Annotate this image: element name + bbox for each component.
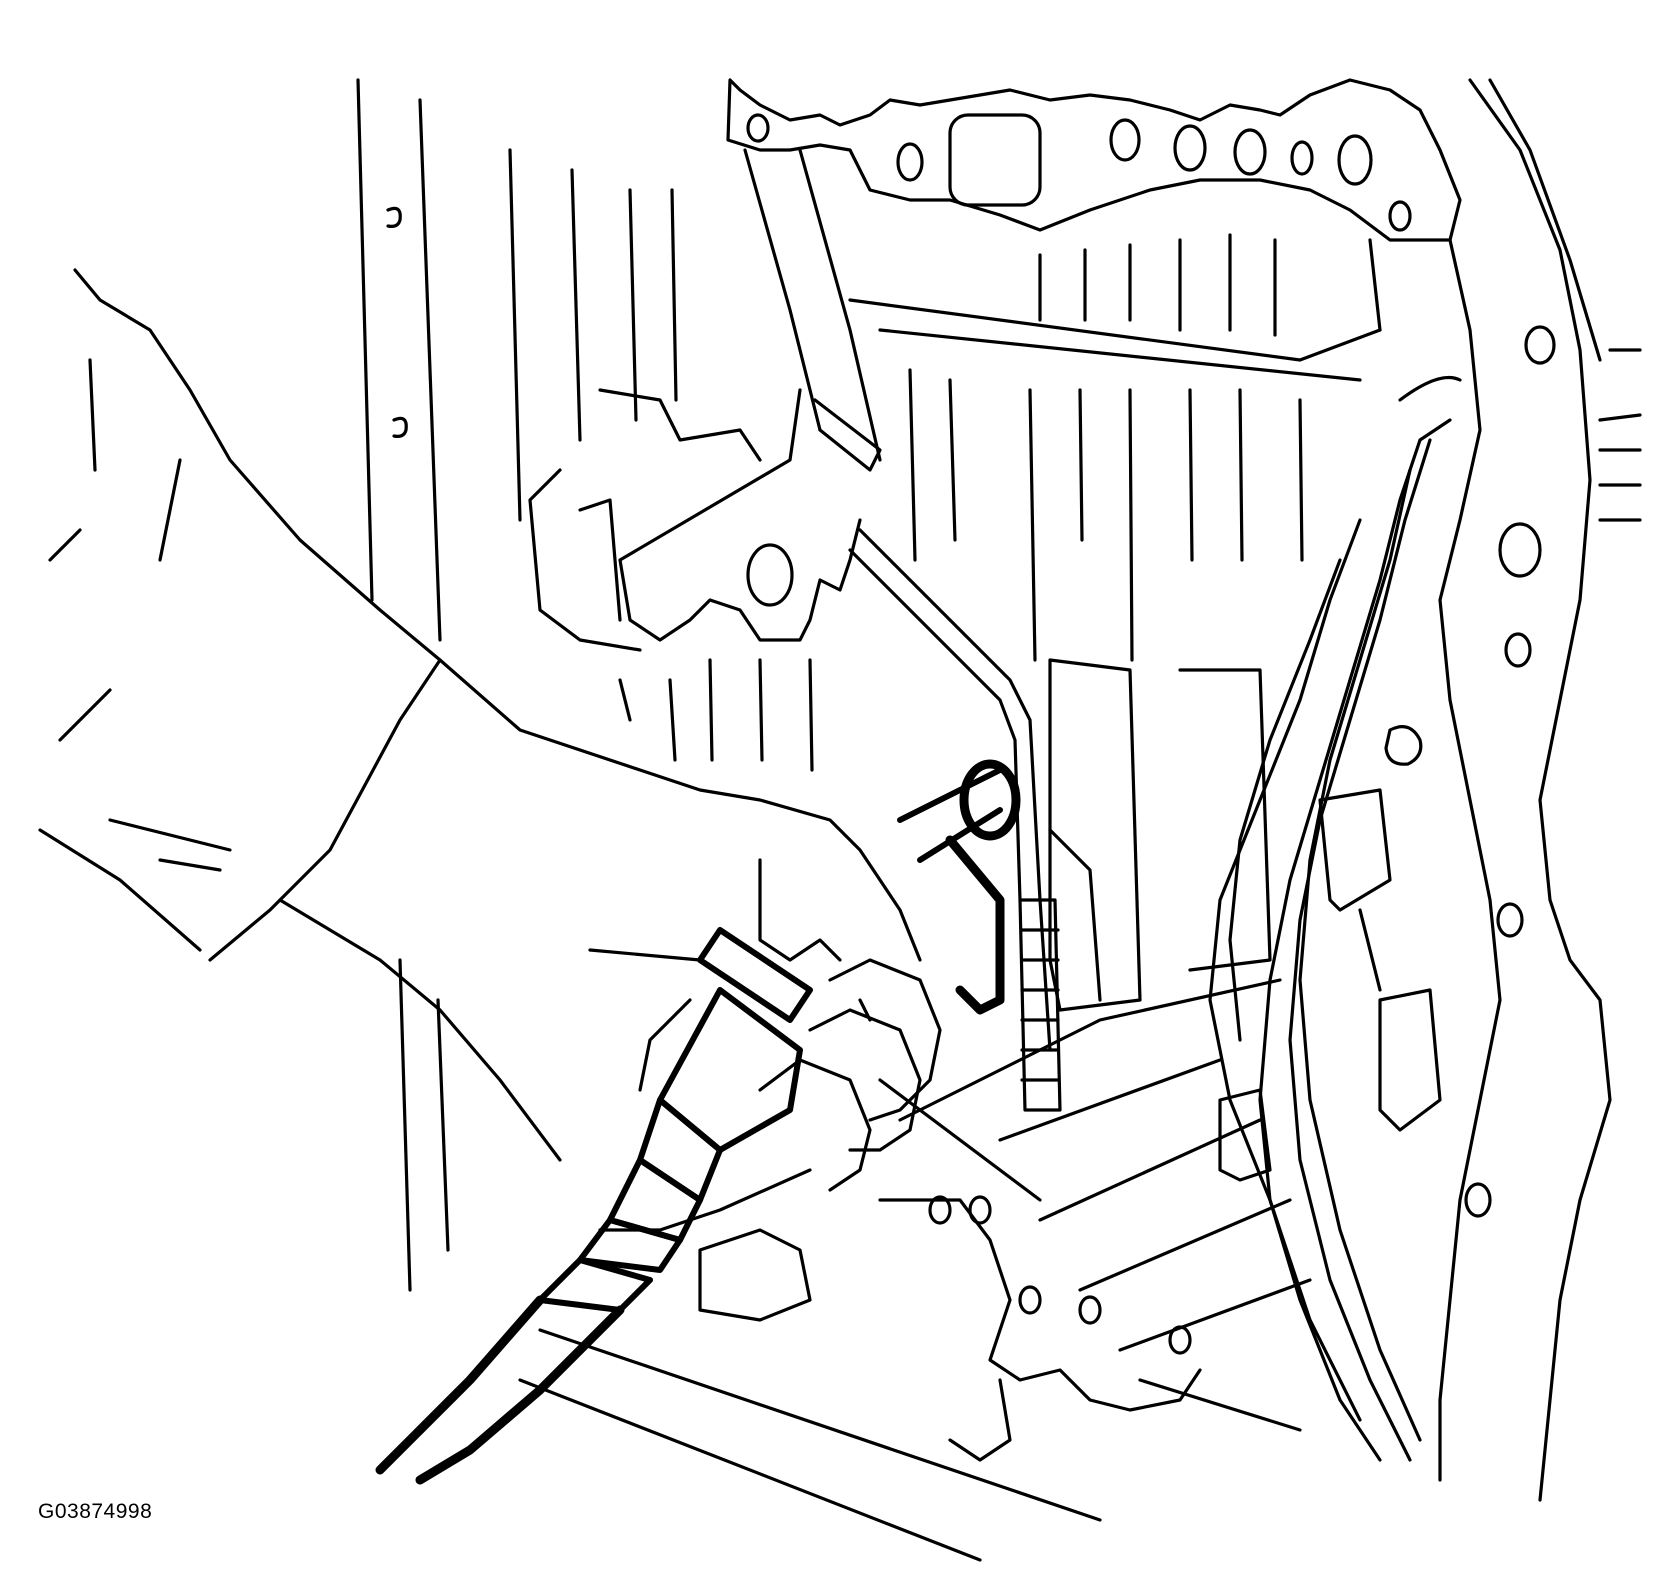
figure-id-label: G03874998 (38, 1500, 153, 1523)
pressure-gauge-fitting (375, 759, 1021, 1485)
gasket-flange (726, 78, 1462, 242)
right-case-edge (1438, 78, 1642, 1502)
wiring-harness (1208, 375, 1462, 1462)
bottom-pan (518, 978, 1312, 1562)
left-housing-panel (356, 78, 678, 1292)
valve-body (528, 148, 1382, 1012)
bracket-lever (618, 388, 1052, 1052)
threaded-tube (1018, 898, 1062, 1112)
hand-and-sleeve (38, 268, 942, 1232)
